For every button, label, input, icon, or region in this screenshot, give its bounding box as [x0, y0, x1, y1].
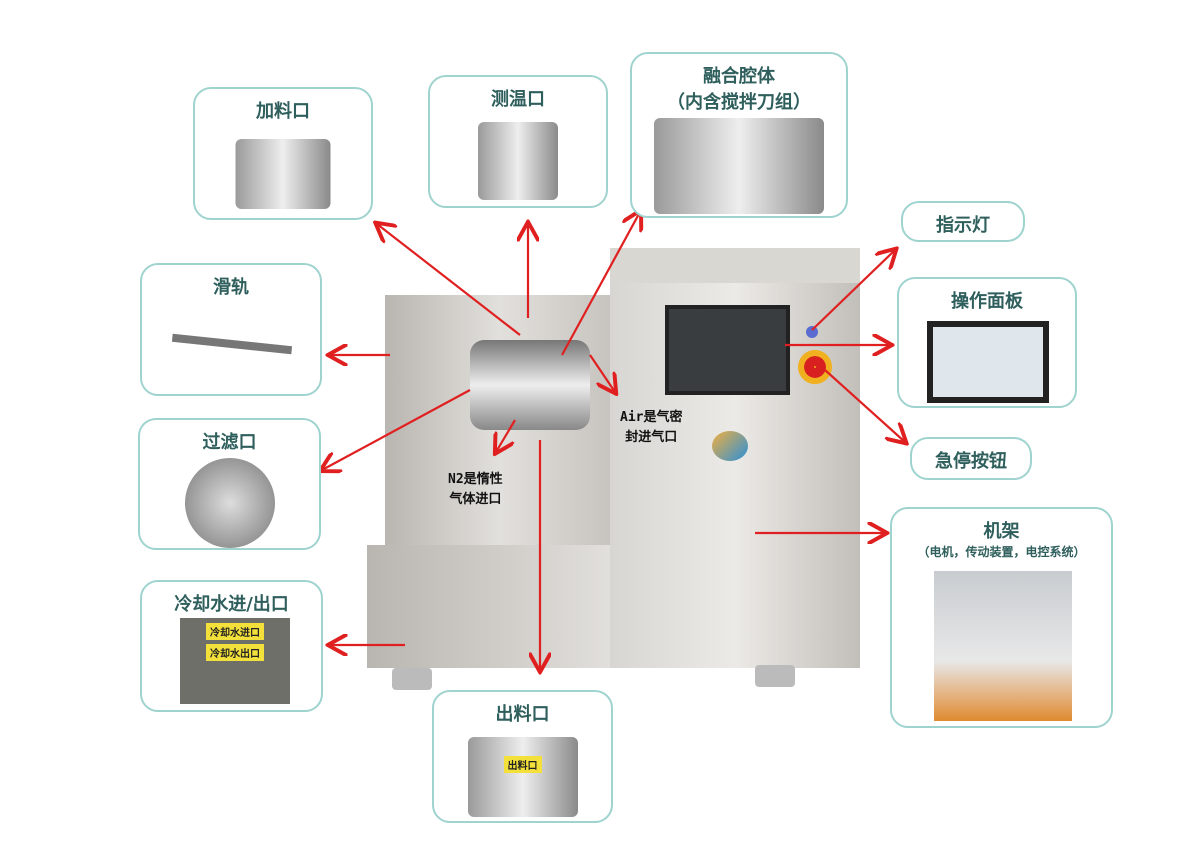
- foot-right: [755, 665, 795, 687]
- callout-discharge: 出料口出料口: [432, 690, 613, 823]
- frame-label: 机架: [983, 521, 1020, 542]
- cooling-photo: 冷却水进口冷却水出口: [180, 618, 290, 704]
- rail-photo: [171, 333, 293, 355]
- air-note-line2: 封进气口: [625, 430, 678, 445]
- touch-screen: [665, 305, 790, 395]
- discharge-label: 出料口: [495, 704, 550, 725]
- filter-label: 过滤口: [202, 432, 257, 453]
- foot-left: [392, 668, 432, 690]
- arrow-filter: [322, 389, 471, 470]
- n2-note-line1: N2是惰性: [448, 472, 503, 487]
- temp-port-photo: [478, 122, 558, 200]
- emergency-stop-button: [798, 350, 832, 384]
- n2-note-line2: 气体进口: [449, 492, 502, 507]
- arrow-indicator: [811, 250, 895, 331]
- callout-temp-port: 测温口: [428, 75, 608, 208]
- indicator-light: [806, 326, 818, 338]
- discharge-photo: 出料口: [467, 737, 578, 817]
- arrow-n2: [496, 419, 516, 452]
- fusion-chamber-cylinder: [470, 340, 590, 430]
- panel-label: 操作面板: [951, 291, 1023, 312]
- logo: [712, 425, 852, 465]
- discharge-tag: 出料口: [503, 756, 542, 773]
- callout-panel: 操作面板: [897, 277, 1077, 408]
- cabinet-top: [610, 248, 860, 283]
- frame-sublabel: （电机，传动装置，电控系统）: [917, 545, 1086, 559]
- cooling-in-tag: 冷却水进口: [206, 623, 264, 640]
- arrow-chamber: [561, 212, 640, 356]
- arrow-air: [589, 354, 615, 392]
- indicator-label: 指示灯: [936, 215, 990, 236]
- frame-photo: [934, 571, 1072, 721]
- callout-estop: 急停按钮: [910, 437, 1032, 480]
- temp-port-label: 测温口: [491, 89, 545, 110]
- callout-rail: 滑轨: [140, 263, 322, 396]
- rail-label: 滑轨: [213, 277, 249, 298]
- panel-photo: [927, 321, 1049, 403]
- feed-port-label: 加料口: [256, 101, 310, 122]
- arrow-estop: [824, 369, 905, 442]
- callout-cooling: 冷却水进/出口冷却水进口冷却水出口: [140, 580, 323, 712]
- filter-photo: [185, 458, 275, 548]
- chamber-photo: [654, 118, 824, 214]
- chamber-sublabel: （内含搅拌刀组）: [667, 92, 811, 113]
- callout-filter: 过滤口: [138, 418, 321, 550]
- callout-chamber: 融合腔体 （内含搅拌刀组）: [630, 52, 848, 218]
- callout-frame: 机架 （电机，传动装置，电控系统）: [890, 507, 1113, 728]
- cooling-out-tag: 冷却水出口: [206, 644, 264, 661]
- callout-feed-port: 加料口: [193, 87, 373, 220]
- feed-port-photo: [235, 139, 331, 209]
- arrow-feed-port: [377, 224, 521, 336]
- air-note-line1: Air是气密: [620, 410, 683, 425]
- air-note: Air是气密封进气口: [620, 408, 682, 448]
- n2-note: N2是惰性气体进口: [448, 470, 503, 510]
- cooling-label: 冷却水进/出口: [174, 594, 289, 615]
- chamber-label: 融合腔体: [703, 66, 775, 87]
- callout-indicator: 指示灯: [901, 201, 1025, 242]
- estop-label: 急停按钮: [935, 451, 1007, 472]
